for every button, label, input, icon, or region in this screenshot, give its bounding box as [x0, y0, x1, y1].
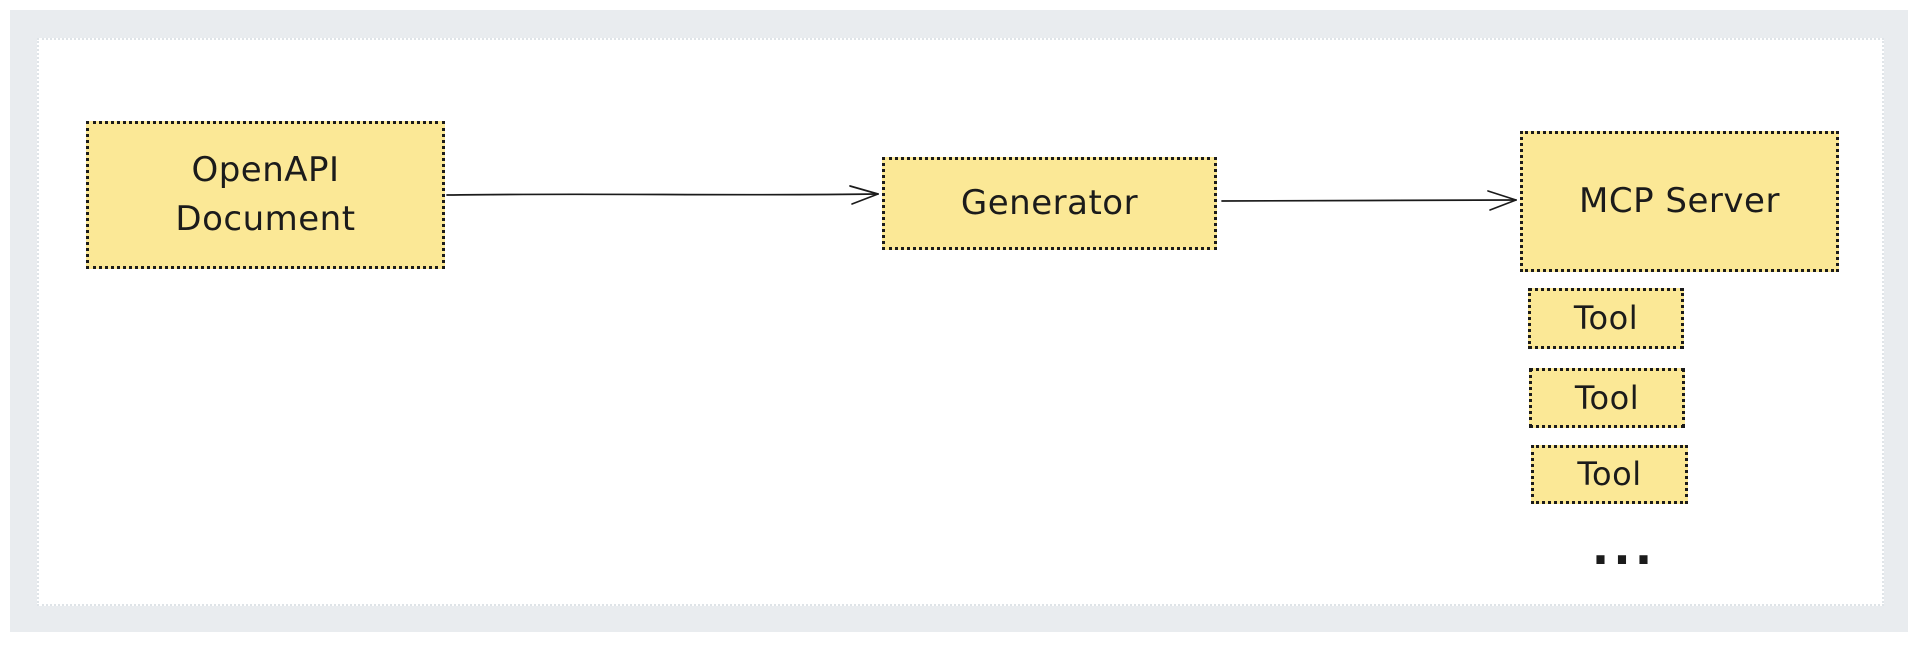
diagram-outer-frame: OpenAPI Document Generator MCP Server To… — [10, 10, 1908, 632]
more-tools-ellipsis: ... — [1591, 521, 1657, 575]
arrow-generator-to-mcp-server — [1221, 190, 1517, 211]
node-tool-2: Tool — [1529, 368, 1685, 428]
diagram-canvas: OpenAPI Document Generator MCP Server To… — [37, 38, 1884, 606]
node-tool-2-label: Tool — [1574, 378, 1640, 417]
node-generator: Generator — [882, 157, 1217, 250]
node-tool-3-label: Tool — [1577, 455, 1642, 494]
node-openapi-document-label: OpenAPI Document — [175, 149, 356, 239]
node-tool-3: Tool — [1531, 445, 1688, 504]
node-mcp-server-label: MCP Server — [1579, 180, 1780, 221]
node-tool-1: Tool — [1528, 288, 1684, 349]
node-openapi-document: OpenAPI Document — [86, 121, 445, 269]
node-mcp-server: MCP Server — [1520, 131, 1839, 272]
node-generator-label: Generator — [960, 182, 1139, 223]
node-tool-1-label: Tool — [1573, 299, 1639, 338]
arrow-openapi-to-generator — [446, 185, 879, 205]
